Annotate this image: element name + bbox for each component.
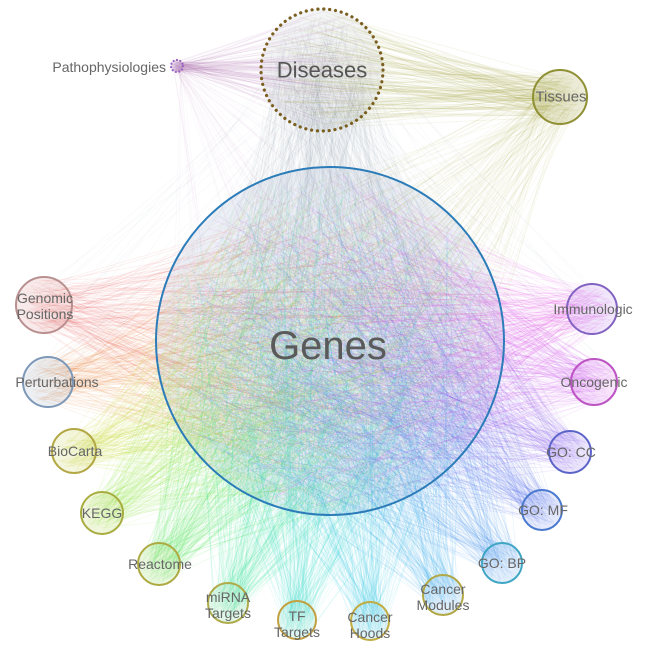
node-genomic_positions[interactable] xyxy=(15,276,73,334)
node-oncogenic[interactable] xyxy=(570,358,618,406)
bundle-diseases-oncogenic xyxy=(291,25,609,396)
bundle-pathophysiologies-genes xyxy=(171,61,453,460)
node-biocarta[interactable] xyxy=(51,428,97,474)
label-diseases: Diseases xyxy=(277,58,367,83)
node-fill-genes xyxy=(156,167,504,515)
bundle-immunologic-genes xyxy=(172,179,615,506)
label-immunologic: Immunologic xyxy=(553,301,632,317)
node-tissues[interactable] xyxy=(532,69,588,125)
bundle-reactome-genes xyxy=(142,178,488,583)
node-immunologic[interactable] xyxy=(566,283,618,335)
bundle-go_mf-genes xyxy=(165,174,560,528)
node-pathophysiologies[interactable] xyxy=(169,58,185,74)
label-tissues: Tissues xyxy=(535,88,586,105)
node-genes[interactable] xyxy=(155,166,505,516)
bundle-cancer_hoods-genes xyxy=(167,183,492,638)
bundle-diseases-perturbations xyxy=(26,39,375,403)
bundle-oncogenic-genes xyxy=(164,172,614,508)
node-mirna_targets[interactable] xyxy=(207,582,249,624)
bundle-go_cc-genes xyxy=(171,175,588,505)
node-go_mf[interactable] xyxy=(521,489,563,531)
node-cancer_modules[interactable] xyxy=(422,574,464,616)
label-go_bp: GO: BP xyxy=(478,555,526,571)
node-cancer_hoods[interactable] xyxy=(350,601,390,641)
bundle-diseases-go_mf xyxy=(313,35,551,516)
bundle-cancer_modules-genes xyxy=(165,173,486,611)
bundle-pathophysiologies-diseases xyxy=(171,10,380,128)
node-tf_targets[interactable] xyxy=(277,600,317,640)
node-diseases[interactable] xyxy=(259,7,385,133)
edge-bundles xyxy=(20,10,615,638)
bundle-mirna_targets-genes xyxy=(171,173,494,620)
bundle-diseases-genomic_positions xyxy=(25,25,360,330)
label-pathophysiologies: Pathophysiologies xyxy=(52,59,166,75)
label-kegg: KEGG xyxy=(82,505,122,521)
node-perturbations[interactable] xyxy=(22,356,74,408)
bundle-tissues-diseases xyxy=(267,10,584,128)
label-go_mf: GO: MF xyxy=(518,502,568,518)
label-oncogenic: Oncogenic xyxy=(561,374,628,390)
label-reactome: Reactome xyxy=(128,556,192,572)
bundle-biocarta-genes xyxy=(56,186,489,508)
bundle-tissues-genes xyxy=(169,72,582,504)
bundle-tf_targets-genes xyxy=(173,176,492,637)
label-perturbations: Perturbations xyxy=(15,374,98,390)
bundle-genomic_positions-genes xyxy=(20,179,494,506)
label-biocarta: BioCarta xyxy=(48,443,103,459)
bundle-go_bp-genes xyxy=(162,182,520,581)
node-kegg[interactable] xyxy=(80,491,124,535)
node-go_bp[interactable] xyxy=(481,542,523,584)
node-reactome[interactable] xyxy=(137,542,181,586)
bundle-diseases-immunologic xyxy=(275,26,610,323)
label-genes: Genes xyxy=(269,324,387,368)
bundle-diseases-genes xyxy=(162,16,488,507)
node-go_cc[interactable] xyxy=(548,430,592,474)
label-go_cc: GO: CC xyxy=(546,444,596,460)
node-fill-diseases xyxy=(261,9,383,131)
bundle-perturbations-genes xyxy=(26,192,495,499)
